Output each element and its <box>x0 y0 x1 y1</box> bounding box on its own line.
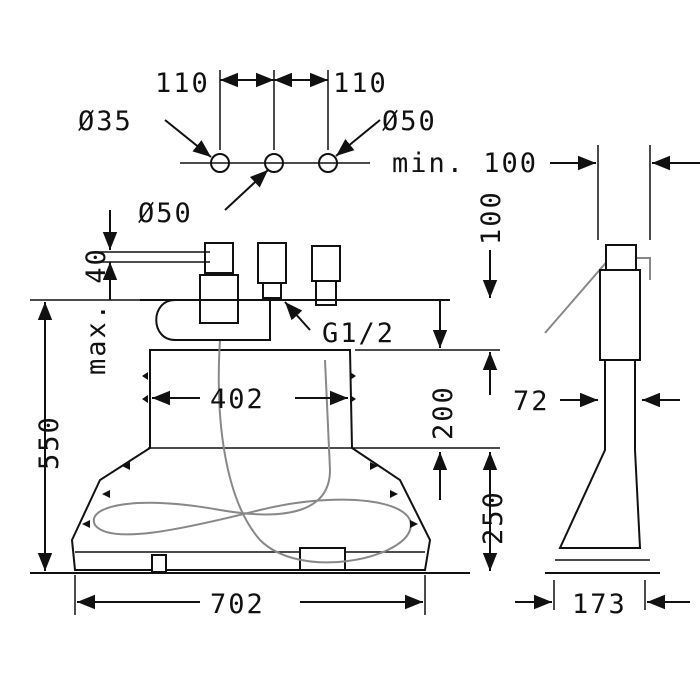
upper-height-label: 200 <box>428 385 459 440</box>
dimension-lines <box>30 72 700 615</box>
max-deck-label: max. 40 <box>81 247 112 375</box>
diameter-35-label: Ø35 <box>78 106 133 137</box>
valve-middle <box>257 242 287 284</box>
diameter-50-right-label: Ø50 <box>382 106 437 137</box>
lower-height-label: 250 <box>478 490 509 545</box>
total-height-label: 550 <box>34 415 65 470</box>
height-above-label: 100 <box>476 190 507 245</box>
valve-left <box>204 242 234 274</box>
total-width-label: 702 <box>210 589 265 620</box>
min-clearance-label: min. 100 <box>392 148 538 179</box>
side-view <box>544 145 660 610</box>
body-width-label: 402 <box>210 384 265 415</box>
depth-label: 173 <box>572 589 627 620</box>
spacing-left-label: 110 <box>155 68 210 99</box>
diameter-50-middle-label: Ø50 <box>138 198 193 229</box>
hose <box>92 339 412 564</box>
side-width-label: 72 <box>513 386 550 417</box>
spacing-right-label: 110 <box>333 68 388 99</box>
valve-right <box>311 245 341 282</box>
thread-label: G1/2 <box>322 318 395 349</box>
body-outline <box>70 349 432 571</box>
